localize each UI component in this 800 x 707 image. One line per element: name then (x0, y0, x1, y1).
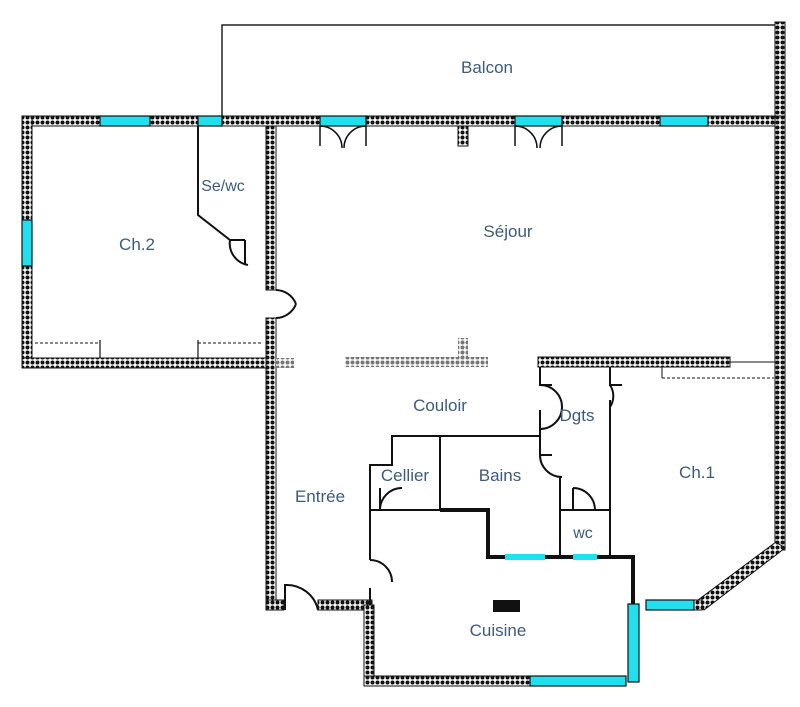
window (514, 115, 563, 127)
room-label-couloir: Couloir (413, 396, 467, 415)
wall-right-balcony (774, 21, 786, 127)
room-label-bains: Bains (478, 466, 522, 485)
window (627, 603, 640, 683)
balcony-doors (319, 125, 563, 149)
window (197, 115, 223, 127)
room-label-ch1: Ch.1 (679, 463, 715, 482)
wall-sejour-left-lower (265, 317, 277, 611)
window (99, 115, 151, 127)
window (319, 115, 367, 127)
wall-entree-bottom-left (265, 599, 285, 611)
window (659, 115, 709, 127)
wall-right (774, 115, 786, 551)
wall-ch2-bottom (21, 357, 277, 369)
pillar-sejour (458, 338, 468, 360)
window (529, 675, 627, 687)
room-label-sewc: Se/wc (201, 178, 245, 195)
room-label-balcon: Balcon (461, 58, 513, 77)
room-label-sejour: Séjour (483, 222, 533, 241)
window (505, 554, 545, 560)
balcony-outline (221, 24, 780, 121)
wall-sejour-left-upper (265, 125, 277, 291)
room-label-ch2: Ch.2 (119, 235, 155, 254)
room-label-wc: wc (573, 525, 593, 542)
wall-cuisine-bottom (363, 675, 535, 687)
pillar-top (457, 125, 469, 147)
wall-sejour-bottom-right (537, 356, 731, 368)
wall-sejour-bottom-mid (345, 357, 488, 367)
partitions (35, 126, 775, 611)
wall-diagonal (693, 541, 786, 611)
room-label-dgts: Dgts (559, 406, 595, 425)
room-label-cuisine: Cuisine (469, 621, 527, 640)
room-label-cellier: Cellier (380, 466, 430, 485)
wall-cuisine-left (363, 604, 375, 686)
stove (493, 600, 520, 612)
room-label-entree: Entrée (294, 487, 346, 506)
window (645, 599, 695, 611)
kitchen-heavy-wall (440, 508, 635, 604)
wall-sejour-stub (276, 358, 294, 368)
windows (21, 115, 709, 687)
window (573, 554, 597, 560)
window (21, 219, 33, 267)
